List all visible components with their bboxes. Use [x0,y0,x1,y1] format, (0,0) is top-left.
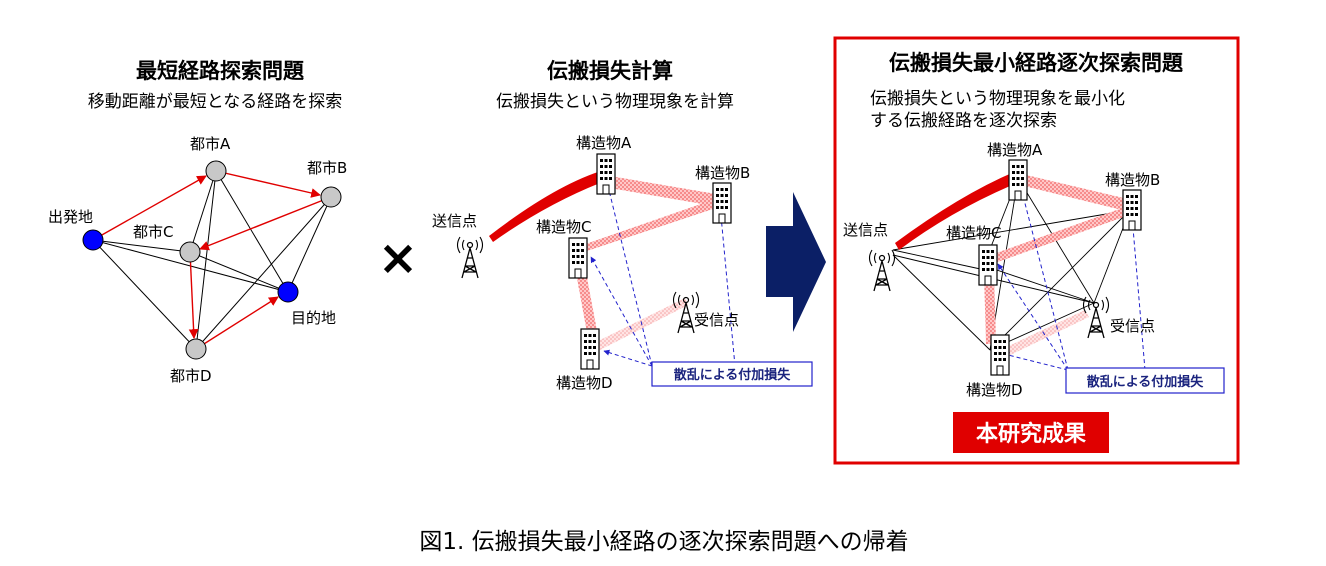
node-start [82,229,104,251]
label-goal: 目的地 [291,309,336,327]
label-city-a: 都市A [190,135,231,153]
label-city-b: 都市B [307,159,347,177]
middle-title: 伝搬損失計算 [547,59,673,83]
right-building-d-icon [990,334,1010,376]
figure-caption: 図1. 伝搬損失最小経路の逐次探索問題への帰着 [419,529,908,555]
middle-label-bldg-c: 構造物C [536,218,591,236]
middle-label-rx: 受信点 [694,311,739,329]
middle-note-box [651,361,813,387]
middle-label-bldg-a: 構造物A [576,134,632,152]
right-thin-links [892,177,1131,351]
left-subtitle: 移動距離が最短となる経路を探索 [88,92,343,112]
middle-subtitle: 伝搬損失という物理現象を計算 [496,92,734,112]
label-city-d: 都市D [170,367,212,385]
right-label-bldg-d: 構造物D [966,381,1023,399]
times-symbol: × [378,230,418,286]
middle-note: 散乱による付加損失 [674,367,792,383]
middle-dashed-lines [590,177,736,367]
right-frame [833,36,1240,465]
right-tx-tower-icon [868,249,896,292]
middle-building-b-icon [712,182,732,224]
right-title: 伝搬損失最小経路逐次探索問題 [889,51,1184,75]
result-badge-label: 本研究成果 [976,421,1086,447]
right-building-b-icon [1122,189,1142,231]
middle-label-tx: 送信点 [432,212,477,230]
right-beams [895,172,1132,360]
result-badge [953,412,1109,453]
right-building-c-icon [978,244,998,286]
middle-building-d-icon [580,328,600,370]
middle-tx-tower-icon [456,236,484,279]
node-goal [277,281,299,303]
middle-label-bldg-d: 構造物D [556,374,613,392]
right-subtitle-line2: する伝搬経路を逐次探索 [870,111,1057,131]
left-black-edges [92,170,332,350]
node-city-c [179,241,201,263]
right-note-box [1065,367,1225,394]
right-dashed-lines [997,183,1146,371]
middle-beams [489,170,722,352]
node-city-b [320,186,342,208]
left-title: 最短経路探索問題 [136,59,305,83]
left-red-route [92,170,332,350]
transition-arrow-icon [766,192,826,332]
node-city-d [185,338,207,360]
right-subtitle-line1: 伝搬損失という物理現象を最小化 [870,89,1125,109]
right-label-bldg-b: 構造物B [1105,171,1160,189]
right-label-tx: 送信点 [843,221,888,239]
right-label-bldg-a: 構造物A [987,141,1043,159]
middle-building-a-icon [596,153,616,195]
right-label-rx: 受信点 [1110,317,1155,335]
label-city-c: 都市C [133,223,173,241]
right-note: 散乱による付加損失 [1087,374,1205,390]
node-city-a [205,160,227,182]
middle-label-bldg-b: 構造物B [695,164,750,182]
right-building-a-icon [1008,159,1028,201]
right-label-bldg-c: 構造物C [946,224,1001,242]
middle-building-c-icon [568,237,588,279]
label-start: 出発地 [48,208,93,226]
